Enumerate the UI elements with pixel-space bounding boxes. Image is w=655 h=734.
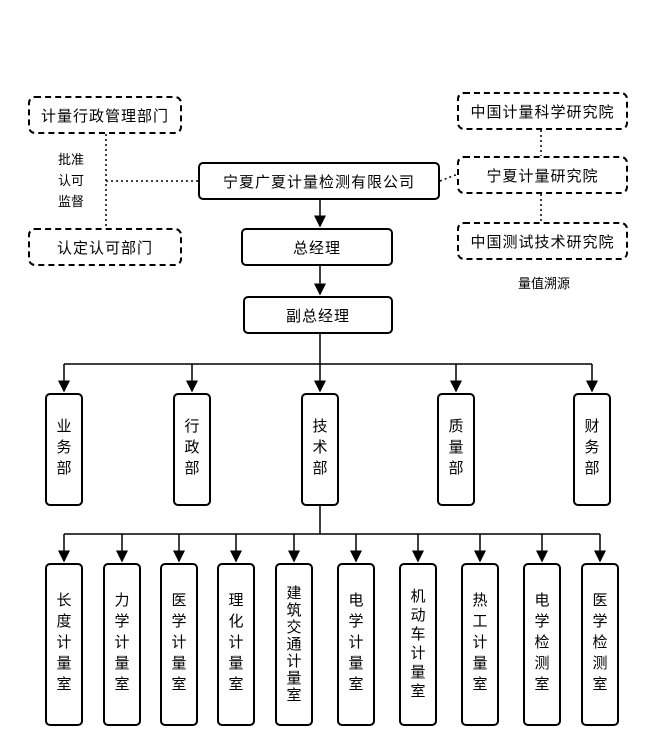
lab-label-medical-metrology: 医学计量室	[169, 592, 188, 697]
dept-label-technical: 技术部	[310, 418, 329, 481]
lab-box-construction: 建筑交通计量室	[275, 563, 313, 726]
lab-label-length: 长度计量室	[54, 592, 73, 697]
lab-box-medical-testing: 医学检测室	[581, 563, 619, 726]
approval-note-line2: 认可	[57, 174, 84, 189]
trace-inst-1-label: 中国计量科学研究院	[470, 102, 615, 121]
dept-box-finance: 财务部	[573, 393, 611, 506]
lab-box-physchem: 理化计量室	[217, 563, 255, 726]
company-label: 宁夏广夏计量检测有限公司	[222, 172, 415, 191]
trace-inst-3-box: 中国测试技术研究院	[457, 222, 628, 260]
lab-label-construction: 建筑交通计量室	[284, 585, 303, 704]
lab-box-length: 长度计量室	[45, 563, 83, 726]
lab-label-physchem: 理化计量室	[226, 592, 245, 697]
lab-box-vehicle: 机动车计量室	[399, 563, 437, 726]
deputy-manager-label: 副总经理	[285, 306, 350, 325]
approval-note: 批准 认可 监督	[52, 150, 90, 213]
lab-box-medical-metrology: 医学计量室	[160, 563, 198, 726]
lab-label-electrical-metrology: 电学计量室	[346, 592, 365, 697]
company-box: 宁夏广夏计量检测有限公司	[198, 162, 440, 200]
general-manager-label: 总经理	[292, 238, 341, 257]
dept-box-business: 业务部	[45, 393, 83, 506]
deputy-manager-box: 副总经理	[243, 296, 393, 334]
dept-box-quality: 质量部	[437, 393, 475, 506]
admin-dept-box: 计量行政管理部门	[28, 96, 182, 134]
accred-dept-box: 认定认可部门	[28, 228, 182, 266]
lab-label-thermal: 热工计量室	[470, 592, 489, 697]
trace-inst-2-box: 宁夏计量研究院	[457, 156, 628, 194]
trace-inst-2-label: 宁夏计量研究院	[486, 166, 599, 185]
lab-box-electrical-metrology: 电学计量室	[337, 563, 375, 726]
approval-note-line1: 批准	[57, 153, 84, 168]
dotted-link-right-company	[439, 173, 459, 182]
dept-label-quality: 质量部	[446, 418, 465, 481]
trace-inst-1-box: 中国计量科学研究院	[457, 92, 628, 130]
dept-label-admin: 行政部	[182, 418, 201, 481]
dept-label-business: 业务部	[54, 418, 73, 481]
accred-dept-label: 认定认可部门	[56, 238, 153, 257]
lab-label-electrical-testing: 电学检测室	[532, 592, 551, 697]
lab-box-electrical-testing: 电学检测室	[523, 563, 561, 726]
general-manager-box: 总经理	[241, 228, 393, 266]
lab-box-thermal: 热工计量室	[461, 563, 499, 726]
lab-label-medical-testing: 医学检测室	[590, 592, 609, 697]
lab-label-mechanics: 力学计量室	[112, 592, 131, 697]
trace-note: 量值溯源	[517, 277, 570, 292]
approval-note-line3: 监督	[57, 195, 84, 210]
lab-box-mechanics: 力学计量室	[103, 563, 141, 726]
dept-box-admin: 行政部	[173, 393, 211, 506]
admin-dept-label: 计量行政管理部门	[40, 106, 169, 125]
dept-box-technical: 技术部	[301, 393, 339, 506]
dept-label-finance: 财务部	[582, 418, 601, 481]
trace-inst-3-label: 中国测试技术研究院	[470, 232, 615, 251]
lab-label-vehicle: 机动车计量室	[408, 587, 427, 702]
